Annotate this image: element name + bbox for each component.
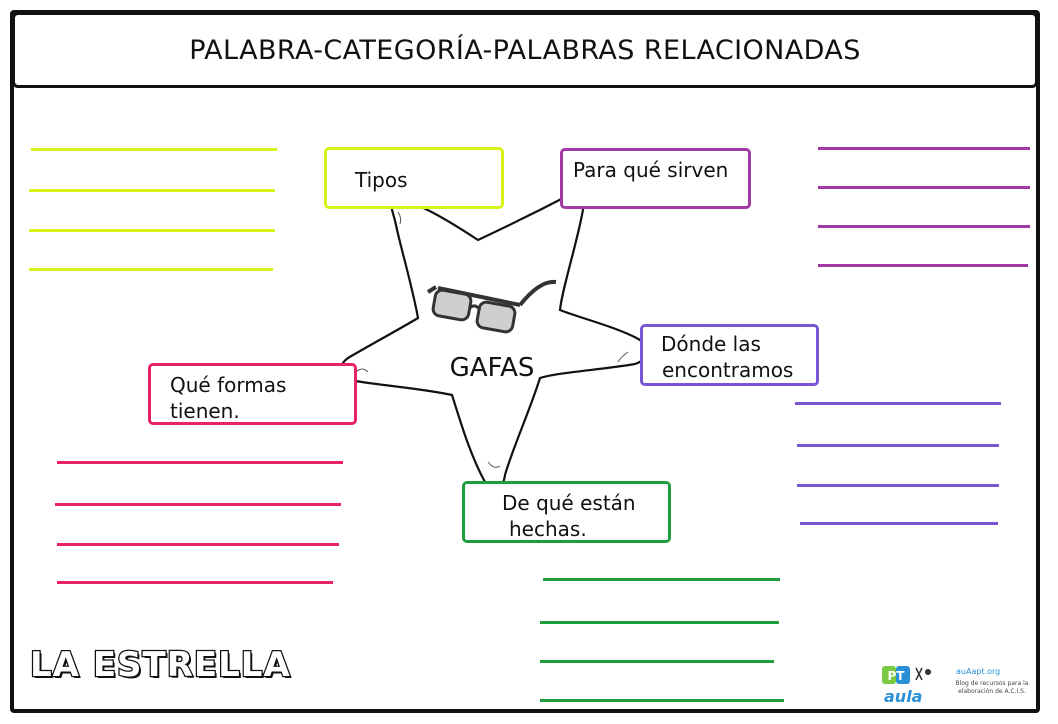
writing-line	[797, 484, 999, 487]
writing-line	[540, 699, 784, 702]
writing-line	[31, 148, 277, 151]
writing-line	[540, 660, 774, 663]
writing-line	[29, 229, 275, 232]
writing-line	[57, 581, 333, 584]
writing-line	[818, 264, 1028, 267]
star-shape	[339, 191, 648, 490]
logo-text: PT	[888, 669, 906, 683]
page-title: PALABRA-CATEGORÍA-PALABRAS RELACIONADAS	[189, 34, 861, 66]
box-label: tienen.	[170, 399, 240, 423]
logo-text: aula	[884, 687, 922, 706]
box-label: De qué están	[502, 491, 636, 515]
box-para-que-sirven: Para qué sirven	[560, 148, 751, 209]
box-label: Qué formas	[170, 373, 287, 397]
site-url: auAapt.org	[956, 667, 1001, 676]
writing-line	[800, 522, 998, 525]
box-label: hechas.	[509, 517, 587, 541]
box-tipos: Tipos	[324, 147, 504, 209]
writing-line	[818, 186, 1030, 189]
writing-line	[543, 578, 780, 581]
box-de-que-estan-hechas: De qué están hechas.	[462, 481, 671, 543]
writing-line	[795, 402, 1001, 405]
pt-aula-logo: PT aula	[882, 666, 931, 706]
writing-line	[29, 189, 275, 192]
glasses-icon	[426, 279, 557, 334]
worksheet-brand: LA ESTRELLA	[29, 644, 291, 687]
box-label: Para qué sirven	[573, 158, 729, 182]
writing-line	[55, 503, 341, 506]
writing-line	[29, 268, 273, 271]
title-bar: PALABRA-CATEGORÍA-PALABRAS RELACIONADAS	[12, 12, 1038, 88]
center-word: GAFAS	[450, 353, 535, 383]
box-label: Dónde las	[661, 332, 761, 356]
credit-line: Blog de recursos para la	[955, 680, 1029, 687]
box-label: Tipos	[355, 168, 408, 192]
credit-line: elaboración de A.C.I.S.	[958, 688, 1026, 695]
writing-line	[818, 147, 1030, 150]
box-label: encontramos	[662, 358, 794, 382]
box-donde-las-encontramos: Dónde las encontramos	[640, 324, 819, 386]
writing-line	[540, 621, 779, 624]
writing-line	[57, 543, 339, 546]
writing-line	[57, 461, 343, 464]
box-que-formas-tienen: Qué formas tienen.	[148, 363, 357, 425]
credits: Blog de recursos para la elaboración de …	[946, 680, 1038, 696]
writing-line	[797, 444, 999, 447]
writing-line	[818, 225, 1030, 228]
